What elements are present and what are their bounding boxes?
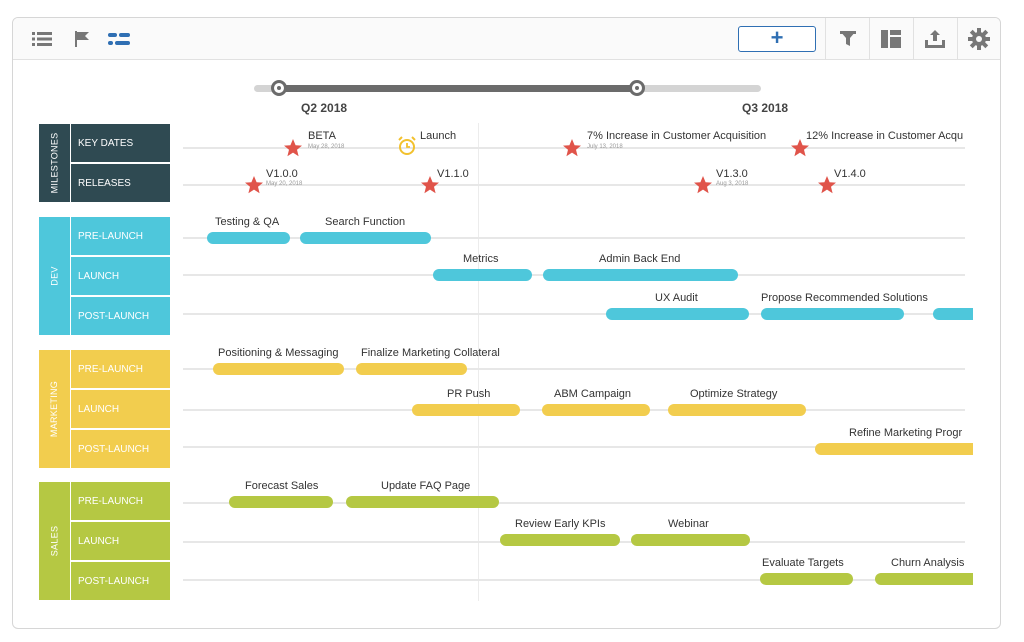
toolbar-divider <box>957 18 958 60</box>
task-label: Forecast Sales <box>245 480 318 492</box>
row-sales-pre-launch[interactable]: PRE-LAUNCH <box>71 482 170 520</box>
row-key-dates[interactable]: KEY DATES <box>71 124 170 162</box>
task-bar[interactable] <box>346 496 499 508</box>
task-bar[interactable] <box>213 363 344 375</box>
task-label: Metrics <box>463 253 498 265</box>
group-label: MARKETING <box>50 381 60 437</box>
task-label: Review Early KPIs <box>515 518 605 530</box>
group-sales[interactable]: SALES <box>39 482 70 600</box>
add-button[interactable]: + <box>738 26 816 52</box>
group-label: DEV <box>50 266 60 285</box>
task-label: Churn Analysis <box>891 557 966 569</box>
time-range-selection <box>279 85 637 92</box>
milestone-date: July 13, 2018 <box>587 144 623 150</box>
task-bar[interactable] <box>356 363 467 375</box>
gear-icon[interactable] <box>966 26 992 52</box>
group-marketing[interactable]: MARKETING <box>39 350 70 468</box>
milestone-label: V1.3.0 <box>716 168 748 180</box>
row-marketing-pre-launch[interactable]: PRE-LAUNCH <box>71 350 170 388</box>
star-icon[interactable] <box>283 138 303 158</box>
milestone-date: May 28, 2018 <box>308 144 344 150</box>
milestone-label: V1.0.0 <box>266 168 298 180</box>
task-bar[interactable] <box>668 404 806 416</box>
layout-icon[interactable] <box>878 26 904 52</box>
filter-icon[interactable] <box>835 26 861 52</box>
row-dev-post-launch[interactable]: POST-LAUNCH <box>71 297 170 335</box>
task-bar[interactable] <box>300 232 431 244</box>
task-label: Testing & QA <box>215 216 279 228</box>
flag-icon[interactable] <box>69 26 95 52</box>
range-start-handle[interactable] <box>271 80 287 96</box>
roadmap-card: + Q2 2018 Q3 2018 MILESTONES KEY DATES R… <box>12 17 1001 629</box>
milestone-label: 12% Increase in Customer Acqu <box>806 130 966 142</box>
milestone-label: 7% Increase in Customer Acquisition <box>587 130 766 142</box>
task-label: Admin Back End <box>599 253 680 265</box>
group-dev[interactable]: DEV <box>39 217 70 335</box>
group-label: MILESTONES <box>50 133 60 194</box>
row-marketing-launch[interactable]: LAUNCH <box>71 390 170 428</box>
toolbar-divider <box>869 18 870 60</box>
milestone-date: Aug 3, 2018 <box>716 181 748 187</box>
export-icon[interactable] <box>922 26 948 52</box>
task-bar[interactable] <box>815 443 973 455</box>
task-bar[interactable] <box>631 534 750 546</box>
row-sales-post-launch[interactable]: POST-LAUNCH <box>71 562 170 600</box>
task-label: Update FAQ Page <box>381 480 470 492</box>
task-label: Propose Recommended Solutions <box>761 292 928 304</box>
task-label: Search Function <box>325 216 405 228</box>
list-icon[interactable] <box>29 26 55 52</box>
task-bar[interactable] <box>207 232 290 244</box>
task-bar[interactable] <box>542 404 650 416</box>
task-label: Optimize Strategy <box>690 388 777 400</box>
alarm-clock-icon[interactable] <box>397 136 417 156</box>
star-icon[interactable] <box>693 175 713 195</box>
task-bar[interactable] <box>543 269 738 281</box>
task-bar[interactable] <box>500 534 620 546</box>
task-label: UX Audit <box>655 292 698 304</box>
toolbar: + <box>13 18 1000 60</box>
star-icon[interactable] <box>244 175 264 195</box>
task-bar[interactable] <box>412 404 520 416</box>
task-label: ABM Campaign <box>554 388 631 400</box>
task-label: Webinar <box>668 518 709 530</box>
row-dev-launch[interactable]: LAUNCH <box>71 257 170 295</box>
toolbar-divider <box>825 18 826 60</box>
task-bar[interactable] <box>760 573 853 585</box>
milestone-date: May 20, 2018 <box>266 181 302 187</box>
task-label: PR Push <box>447 388 490 400</box>
row-releases[interactable]: RELEASES <box>71 164 170 202</box>
task-bar[interactable] <box>606 308 749 320</box>
timeline-icon[interactable] <box>106 26 132 52</box>
task-bar[interactable] <box>229 496 333 508</box>
group-label: SALES <box>50 526 60 557</box>
milestone-label: V1.1.0 <box>437 168 469 180</box>
range-end-handle[interactable] <box>629 80 645 96</box>
task-label: Refine Marketing Progr <box>849 427 966 439</box>
toolbar-divider <box>913 18 914 60</box>
task-label: Finalize Marketing Collateral <box>361 347 500 359</box>
task-bar[interactable] <box>761 308 904 320</box>
task-bar[interactable] <box>875 573 973 585</box>
row-marketing-post-launch[interactable]: POST-LAUNCH <box>71 430 170 468</box>
quarter-gridline <box>478 123 479 601</box>
task-bar[interactable] <box>933 308 973 320</box>
milestone-label: Launch <box>420 130 456 142</box>
group-milestones[interactable]: MILESTONES <box>39 124 70 202</box>
task-label: Evaluate Targets <box>762 557 844 569</box>
milestone-label: BETA <box>308 130 336 142</box>
row-sales-launch[interactable]: LAUNCH <box>71 522 170 560</box>
task-bar[interactable] <box>433 269 532 281</box>
milestone-label: V1.4.0 <box>834 168 866 180</box>
task-label: Positioning & Messaging <box>218 347 338 359</box>
star-icon[interactable] <box>562 138 582 158</box>
quarter-label: Q3 2018 <box>742 101 788 115</box>
row-dev-pre-launch[interactable]: PRE-LAUNCH <box>71 217 170 255</box>
quarter-label: Q2 2018 <box>301 101 347 115</box>
